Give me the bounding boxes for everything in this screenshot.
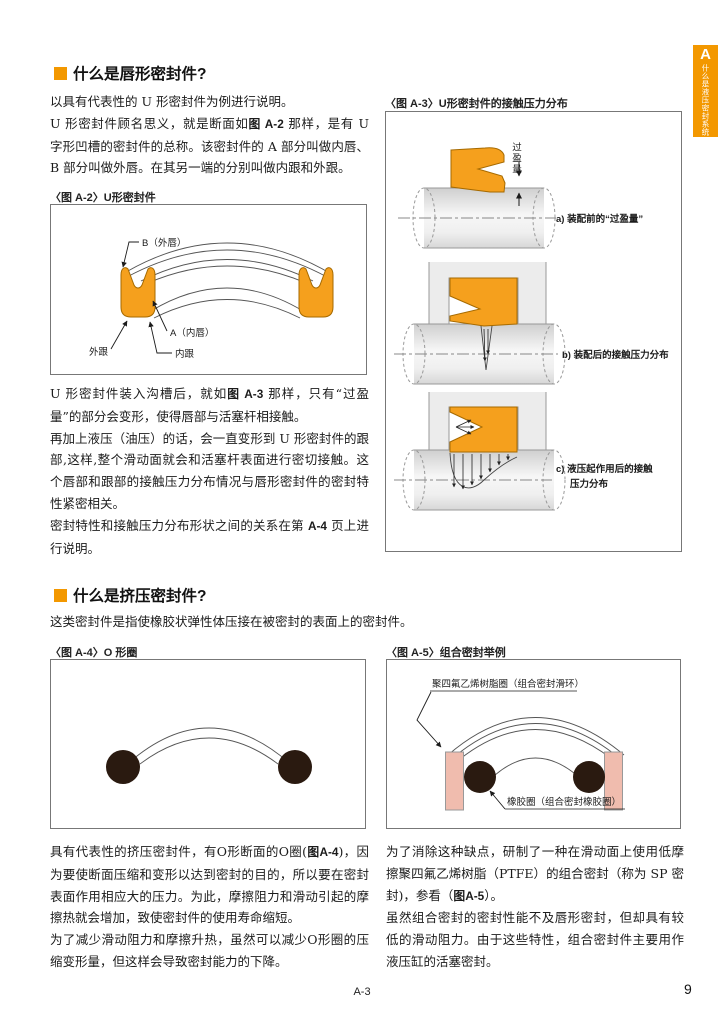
u-seal-cross-section-left [120, 267, 156, 318]
heading-bullet-square [54, 588, 67, 602]
label-c-line1: c) 液压起作用后的接触 [556, 463, 653, 475]
ptfe-slip-ring-right [604, 751, 623, 811]
label-inner-lip: A（内唇） [170, 327, 214, 339]
u-seal-cross-section-right [298, 267, 334, 318]
rubber-ring-right [573, 761, 605, 793]
bottom-left-paragraphs: 具有代表性的挤压密封件，有O形断面的O圈(图A-4)，因为要使断面压缩和变形以达… [50, 841, 369, 973]
u-seal-section-b [449, 277, 518, 327]
label-outer-lip: B（外唇） [142, 237, 186, 249]
subfigure-c: c) 液压起作用后的接触 压力分布 [394, 392, 653, 511]
fig-a2-leader-lines [110, 241, 172, 354]
pressure-envelope-c [449, 452, 518, 489]
u-seal-section-c [449, 406, 518, 453]
mid-left-paragraphs: U 形密封件装入沟槽后，就如图 A-3 那样，只有“过盈量”的部分会变形，使得唇… [50, 383, 369, 559]
fig-a4-caption: 〈图 A-4〉O 形圈 [50, 647, 138, 659]
hydraulic-arrows-c [455, 419, 475, 435]
paragraph: 为了减少滑动阻力和摩擦升热，虽然可以减少O形圈的压缩变形量，但这样会导致密封能力… [50, 932, 369, 969]
fig-a2-caption: 〈图 A-2〉U形密封件 [50, 192, 156, 204]
chapter-letter: A [700, 46, 711, 63]
footer-section-number: A-3 [353, 986, 371, 998]
chapter-side-tab: A 什么是液压密封系统 [693, 45, 718, 137]
paragraph: 为了消除这种缺点，研制了一种在滑动面上使用低摩擦聚四氟乙烯树脂（PTFE）的组合… [386, 844, 684, 903]
paragraph: 以具有代表性的 U 形密封件为例进行说明。 [50, 94, 294, 109]
rubber-leader-line [489, 790, 506, 810]
paragraph: 再加上液压（油压）的话，会一直变形到 U 形密封件的跟部,这样,整个滑动面就会和… [50, 430, 369, 511]
fig-a3-box: a) 装配前的“过盈量” b) 装配后的接触压力分布 [385, 111, 682, 552]
label-b: b) 装配后的接触压力分布 [562, 349, 669, 361]
u-seal-3d-diagram: B（外唇） 外跟 A（内唇） 内跟 [89, 237, 334, 360]
section2-intro: 这类密封件是指使橡胶状弹性体压接在被密封的表面上的密封件。 [50, 614, 413, 629]
label-ptfe-ring: 聚四氟乙烯树脂圈（组合密封滑环） [432, 678, 584, 690]
contact-pressure-diagram: a) 装配前的“过盈量” b) 装配后的接触压力分布 [394, 147, 669, 511]
pressure-arrows-c [452, 454, 510, 490]
seal-ring-arcs [120, 242, 334, 319]
section2-heading: 什么是挤压密封件? [54, 584, 206, 606]
u-seal-section-a [450, 147, 506, 193]
page-number: 9 [684, 981, 692, 997]
ptfe-leader-line [416, 691, 442, 748]
label-inner-heel: 内跟 [175, 348, 195, 360]
ptfe-slip-ring-left [445, 751, 464, 811]
combined-seal-diagram: 聚四氟乙烯树脂圈（组合密封滑环） 橡胶圈（组合密封橡胶圈） [416, 678, 625, 811]
section1-heading-text: 什么是唇形密封件? [73, 66, 207, 83]
label-a: a) 装配前的“过盈量” [556, 213, 643, 225]
fig-a4-box [50, 659, 366, 829]
rubber-ring-left [464, 761, 496, 793]
subfigure-b: b) 装配后的接触压力分布 [394, 262, 669, 385]
paragraph: 具有代表性的挤压密封件，有O形断面的O圈(图A-4)，因为要使断面压缩和变形以达… [50, 844, 369, 926]
chapter-title-vertical: 什么是液压密封系统 [701, 64, 710, 136]
label-rubber-ring: 橡胶圈（组合密封橡胶圈） [507, 796, 621, 808]
fig-a2-box: B（外唇） 外跟 A（内唇） 内跟 [50, 204, 367, 375]
o-ring-cross-section-left [106, 750, 140, 784]
fig-a3-caption: 〈图 A-3〉U形密封件的接触压力分布 [385, 98, 568, 110]
fig-a5-caption: 〈图 A-5〉组合密封举例 [386, 647, 506, 659]
section2-heading-text: 什么是挤压密封件? [73, 588, 207, 605]
o-ring-cross-section-right [278, 750, 312, 784]
o-ring-diagram [106, 727, 312, 784]
fig-a5-box: 聚四氟乙烯树脂圈（组合密封滑环） 橡胶圈（组合密封橡胶圈） [386, 659, 681, 829]
subfigure-a: a) 装配前的“过盈量” [398, 147, 643, 249]
section1-heading: 什么是唇形密封件? [54, 62, 206, 84]
heading-bullet-square [54, 66, 67, 80]
bottom-right-paragraphs: 为了消除这种缺点，研制了一种在滑动面上使用低摩擦聚四氟乙烯树脂（PTFE）的组合… [386, 841, 684, 973]
paragraph: U 形密封件顾名思义，就是断面如图 A-2 那样，是有 U 字形凹槽的密封件的总… [50, 115, 369, 176]
pressure-spike-b [480, 325, 493, 371]
paragraph: 密封特性和接触压力分布形状之间的关系在第 A-4 页上进行说明。 [50, 517, 369, 556]
paragraph: U 形密封件装入沟槽后，就如图 A-3 那样，只有“过盈量”的部分会变形，使得唇… [50, 386, 369, 424]
paragraph: 虽然组合密封的密封性能不及唇形密封，但却具有较低的滑动阻力。由于这些特性，组合密… [386, 910, 684, 969]
label-outer-heel: 外跟 [89, 346, 109, 358]
top-left-paragraphs: 以具有代表性的 U 形密封件为例进行说明。 U 形密封件顾名思义，就是断面如图 A… [50, 91, 369, 179]
label-c-line2: 压力分布 [570, 478, 609, 490]
interference-vertical-label: 过盈量 [510, 142, 521, 175]
